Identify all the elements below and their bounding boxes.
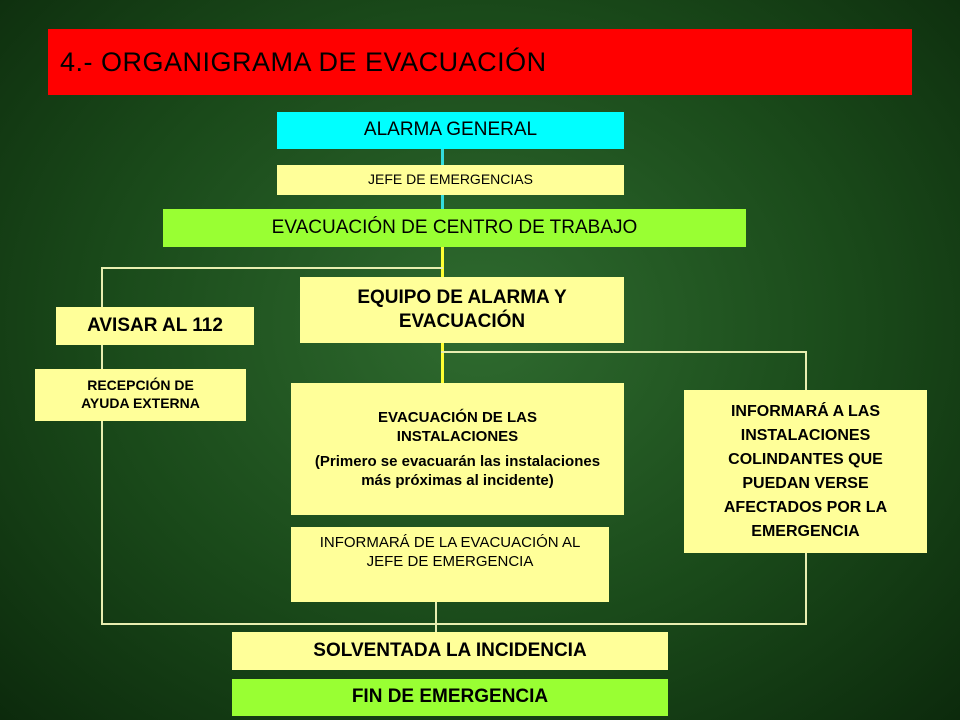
connector-right-top xyxy=(441,351,807,353)
connector-evacuacion-equipo xyxy=(441,247,444,277)
node-evacuacion-instalaciones-note: (Primero se evacuarán las instalaciones … xyxy=(314,453,601,490)
node-solventada: SOLVENTADA LA INCIDENCIA xyxy=(232,632,668,670)
node-fin-emergencia-label: FIN DE EMERGENCIA xyxy=(351,686,549,708)
node-informara-jefe: INFORMARÁ DE LA EVACUACIÓN AL JEFE DE EM… xyxy=(291,527,609,602)
page-title: 4.- ORGANIGRAMA DE EVACUACIÓN xyxy=(48,29,912,95)
node-evacuacion-centro-label: EVACUACIÓN DE CENTRO DE TRABAJO xyxy=(271,216,638,238)
connector-equipo-down xyxy=(441,343,444,383)
connector-bottom xyxy=(101,623,807,625)
node-solventada-label: SOLVENTADA LA INCIDENCIA xyxy=(313,639,587,661)
connector-right-vertical-top xyxy=(805,351,807,391)
node-alarma-general-label: ALARMA GENERAL xyxy=(363,119,538,141)
page-title-text: 4.- ORGANIGRAMA DE EVACUACIÓN xyxy=(60,46,547,77)
node-alarma-general: ALARMA GENERAL xyxy=(277,112,624,149)
node-recepcion-ayuda: RECEPCIÓN DE AYUDA EXTERNA xyxy=(35,369,246,421)
node-informara-colindantes-label: INFORMARÁ A LAS INSTALACIONES COLINDANTE… xyxy=(723,402,888,540)
node-recepcion-ayuda-label: RECEPCIÓN DE AYUDA EXTERNA xyxy=(81,377,200,411)
node-fin-emergencia: FIN DE EMERGENCIA xyxy=(232,679,668,716)
node-equipo-alarma-label: EQUIPO DE ALARMA Y EVACUACIÓN xyxy=(357,286,567,332)
connector-jefe-evacuacion xyxy=(441,195,444,209)
node-jefe-emergencias-label: JEFE DE EMERGENCIAS xyxy=(368,171,533,188)
node-avisar-112: AVISAR AL 112 xyxy=(56,307,254,345)
node-evacuacion-instalaciones: EVACUACIÓN DE LAS INSTALACIONES (Primero… xyxy=(291,383,624,515)
node-evacuacion-centro: EVACUACIÓN DE CENTRO DE TRABAJO xyxy=(163,209,746,247)
node-informara-colindantes: INFORMARÁ A LAS INSTALACIONES COLINDANTE… xyxy=(684,390,927,553)
connector-left-vertical xyxy=(101,267,103,625)
connector-informara-down xyxy=(435,602,437,632)
node-avisar-112-label: AVISAR AL 112 xyxy=(87,314,223,336)
connector-left-top xyxy=(101,267,443,269)
node-equipo-alarma: EQUIPO DE ALARMA Y EVACUACIÓN xyxy=(300,277,624,343)
node-jefe-emergencias: JEFE DE EMERGENCIAS xyxy=(277,165,624,195)
connector-right-vertical-bottom xyxy=(805,553,807,625)
node-informara-jefe-label: INFORMARÁ DE LA EVACUACIÓN AL JEFE DE EM… xyxy=(319,534,581,571)
node-evacuacion-instalaciones-title: EVACUACIÓN DE LAS INSTALACIONES xyxy=(378,408,537,445)
connector-alarma-jefe xyxy=(441,149,444,165)
